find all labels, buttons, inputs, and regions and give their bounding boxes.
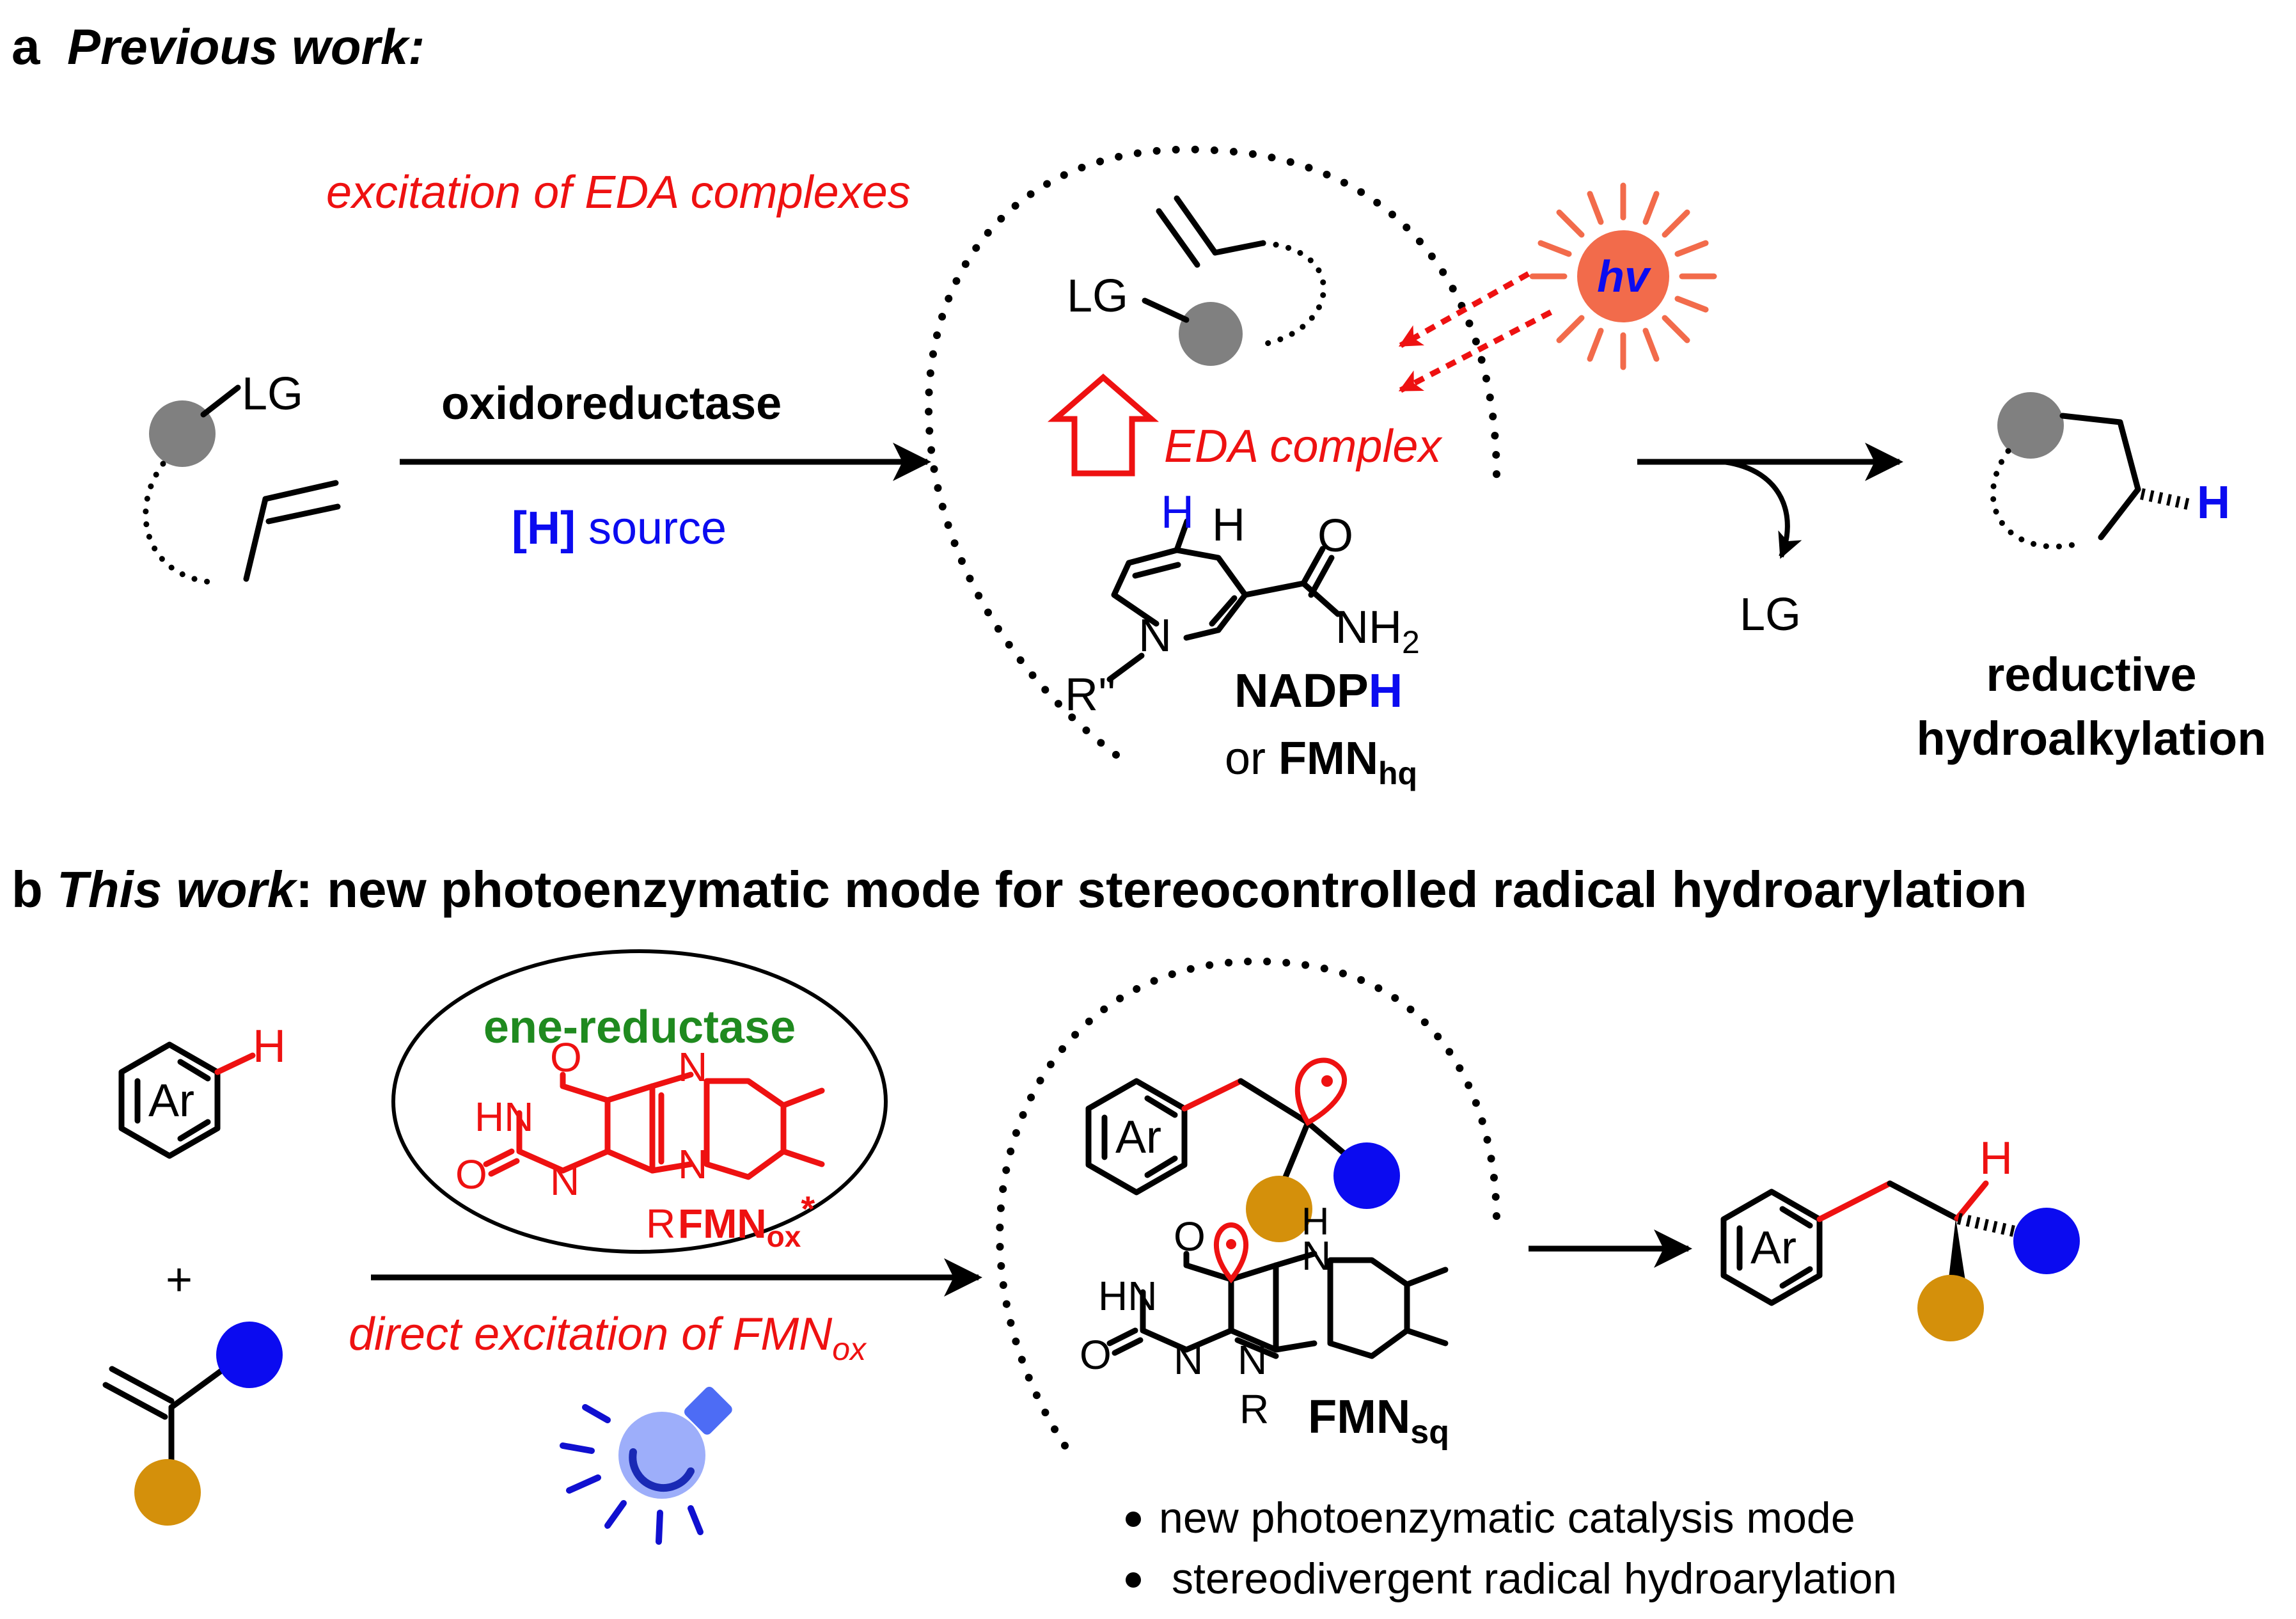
dotted-tether bbox=[143, 461, 214, 585]
product-h-label: H bbox=[2197, 477, 2230, 528]
panel-a-letter: a bbox=[12, 18, 40, 75]
nadph-label: NADPH bbox=[1234, 664, 1403, 717]
product-label-1: reductive bbox=[1986, 648, 2196, 701]
h-source-label: [H] source bbox=[512, 503, 727, 554]
bullet-1: new photoenzymatic catalysis mode bbox=[1159, 1494, 1855, 1542]
h-label: H bbox=[1301, 1200, 1329, 1243]
n-mid-label: N bbox=[1238, 1337, 1267, 1383]
r-label: R bbox=[646, 1201, 675, 1247]
n-bottom-label: N bbox=[550, 1158, 579, 1204]
fmn-ox-label: FMNox* bbox=[678, 1189, 815, 1253]
ar-label: Ar bbox=[1115, 1112, 1161, 1163]
hn-label: HN bbox=[475, 1094, 533, 1140]
light-bulb-icon bbox=[560, 1387, 732, 1545]
ar-label: Ar bbox=[148, 1075, 194, 1126]
blue-ball bbox=[216, 1322, 283, 1388]
panel-a-title: Previous work: bbox=[67, 19, 425, 75]
enzyme-pocket-arc bbox=[925, 145, 1500, 759]
r-label: R bbox=[1239, 1386, 1269, 1432]
enzyme-pocket-arc bbox=[996, 958, 1500, 1449]
o-top-label: O bbox=[1174, 1213, 1206, 1260]
n-top-label: N bbox=[1301, 1233, 1331, 1279]
orange-ball bbox=[134, 1459, 201, 1526]
fmn-sq-label: FMNsq bbox=[1308, 1390, 1449, 1451]
n-label: N bbox=[1138, 610, 1172, 661]
direct-excitation-label: direct excitation of FMNox bbox=[349, 1309, 867, 1367]
hash-bond bbox=[2140, 488, 2195, 511]
bullet-dot-2 bbox=[1126, 1572, 1141, 1588]
lg-label: LG bbox=[1067, 271, 1128, 322]
wedge-bond bbox=[1947, 1219, 1967, 1289]
hash-bond bbox=[1957, 1213, 2016, 1237]
product-label-2: hydroalkylation bbox=[1917, 712, 2267, 765]
substrate-a: LG bbox=[143, 368, 341, 585]
sq-radical-lobe bbox=[1213, 1222, 1249, 1284]
source-word: source bbox=[576, 503, 727, 554]
n-mid-label: N bbox=[678, 1141, 707, 1187]
bullet-dot-1 bbox=[1126, 1512, 1141, 1527]
r-label: R'' bbox=[1065, 669, 1116, 720]
eda-complex-label: EDA complex bbox=[1164, 421, 1443, 472]
o-left-label: O bbox=[455, 1151, 487, 1197]
grey-ball bbox=[1179, 302, 1243, 366]
bullet-2: stereodivergent radical hydroarylation bbox=[1172, 1554, 1897, 1603]
blue-ball bbox=[1333, 1142, 1400, 1209]
arene-reactant: Ar H bbox=[118, 1021, 286, 1159]
h-bracket: [H] bbox=[512, 503, 576, 554]
plus-sign: + bbox=[166, 1254, 193, 1306]
eda-excitation-label: excitation of EDA complexes bbox=[326, 167, 911, 218]
ene-reductase-label: ene-reductase bbox=[484, 1002, 796, 1053]
grey-ball bbox=[1997, 392, 2064, 459]
h-red-label: H bbox=[253, 1021, 286, 1072]
radical-lobe bbox=[1294, 1057, 1347, 1126]
product-a: H reductive hydroalkylation bbox=[1917, 392, 2267, 765]
nadph-structure: H H O NH2 N R'' NADPH or FMNhq bbox=[1065, 487, 1420, 791]
h-black-label: H bbox=[1212, 500, 1245, 551]
fmn-sq-structure: O H N HN O N N R FMNsq bbox=[1080, 1200, 1449, 1451]
blue-ball bbox=[2013, 1208, 2080, 1274]
lg-leaving-arrow bbox=[1723, 459, 1802, 559]
radical-intermediate: Ar bbox=[1085, 1057, 1400, 1242]
ar-label: Ar bbox=[1750, 1222, 1797, 1274]
hollow-up-arrow bbox=[1047, 374, 1160, 477]
product-b: Ar H bbox=[1720, 1133, 2080, 1341]
orange-ball bbox=[1917, 1275, 1984, 1341]
h-blue-label: H bbox=[1161, 487, 1194, 538]
o-left-label: O bbox=[1080, 1332, 1112, 1378]
hv-label: hv bbox=[1597, 251, 1652, 301]
nh2-label: NH2 bbox=[1335, 602, 1420, 660]
n-top-label: N bbox=[678, 1044, 707, 1090]
fmn-ox-structure: O HN O N N N R FMNox* bbox=[455, 1034, 825, 1253]
red-dotted-arrow-2 bbox=[1398, 310, 1553, 393]
oxidoreductase-label: oxidoreductase bbox=[441, 378, 782, 429]
n-bottom-label: N bbox=[1174, 1337, 1203, 1383]
panel-a: a Previous work: LG oxidoreductase [H] s… bbox=[12, 18, 2266, 791]
lg-leaving-label: LG bbox=[1740, 589, 1801, 640]
grey-ball bbox=[149, 400, 216, 467]
hn-label: HN bbox=[1098, 1273, 1157, 1319]
lg-label: LG bbox=[242, 368, 303, 420]
alkene-reactant bbox=[102, 1322, 283, 1526]
bound-substrate: LG bbox=[1067, 195, 1326, 366]
fmn-hq-label: or FMNhq bbox=[1225, 733, 1417, 791]
sun-icon: hv bbox=[1529, 182, 1717, 370]
o-top-label: O bbox=[550, 1034, 582, 1080]
o-label: O bbox=[1317, 510, 1353, 562]
ene-reductase-ellipse bbox=[391, 949, 888, 1254]
h-red-label: H bbox=[1979, 1133, 2013, 1184]
orange-ball bbox=[1246, 1176, 1312, 1242]
red-dotted-arrow-1 bbox=[1398, 271, 1530, 348]
